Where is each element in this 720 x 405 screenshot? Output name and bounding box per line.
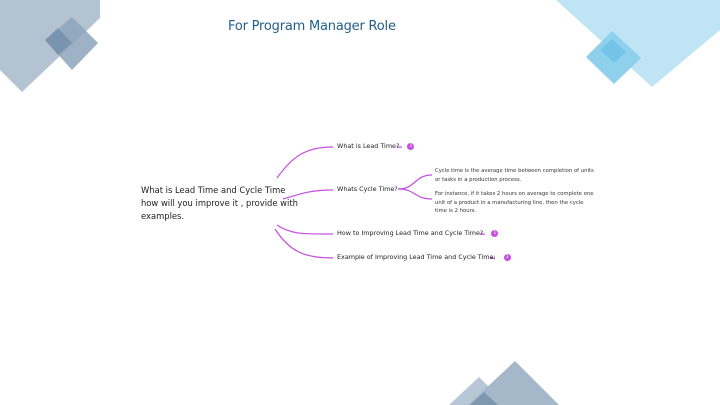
branch-label: What is Lead Time? xyxy=(337,142,400,150)
collapsed-count-badge[interactable]: 1 xyxy=(491,229,499,237)
page-title: For Program Manager Role xyxy=(228,19,396,34)
branch-what-is-lead-time[interactable]: What is Lead Time? 1 xyxy=(337,142,415,151)
cycle-time-definition: Cycle time is the average time between c… xyxy=(435,168,594,183)
branch-whats-cycle-time[interactable]: Whats Cycle Time? xyxy=(337,185,398,194)
connector-whats-cycle-time xyxy=(282,189,334,200)
branch-label: Whats Cycle Time? xyxy=(337,185,398,193)
connector-cycle-detail-2 xyxy=(397,188,433,200)
connector-cycle-detail-1 xyxy=(397,174,433,190)
bottom-right-diamonds xyxy=(449,361,559,405)
collapsed-count-badge[interactable]: 1 xyxy=(407,142,415,150)
connector-what-is-lead-time xyxy=(276,146,334,179)
branch-label: How to Improving Lead Time and Cycle Tim… xyxy=(337,229,484,237)
top-right-diamonds xyxy=(556,0,720,87)
mindmap-central-topic: What is Lead Time and Cycle Time how wil… xyxy=(141,185,298,221)
branch-label: Example of Improving Lead Time and Cycle… xyxy=(337,253,496,261)
top-left-diamonds xyxy=(0,0,100,92)
cycle-time-example: For instance, if it takes 2 hours on ave… xyxy=(435,191,594,214)
connector-how-to-improve xyxy=(276,224,334,235)
branch-example[interactable]: Example of Improving Lead Time and Cycle… xyxy=(337,253,511,262)
connector-example xyxy=(274,228,334,259)
branch-how-to-improve[interactable]: How to Improving Lead Time and Cycle Tim… xyxy=(337,229,499,238)
collapsed-count-badge[interactable]: 3 xyxy=(503,253,511,261)
